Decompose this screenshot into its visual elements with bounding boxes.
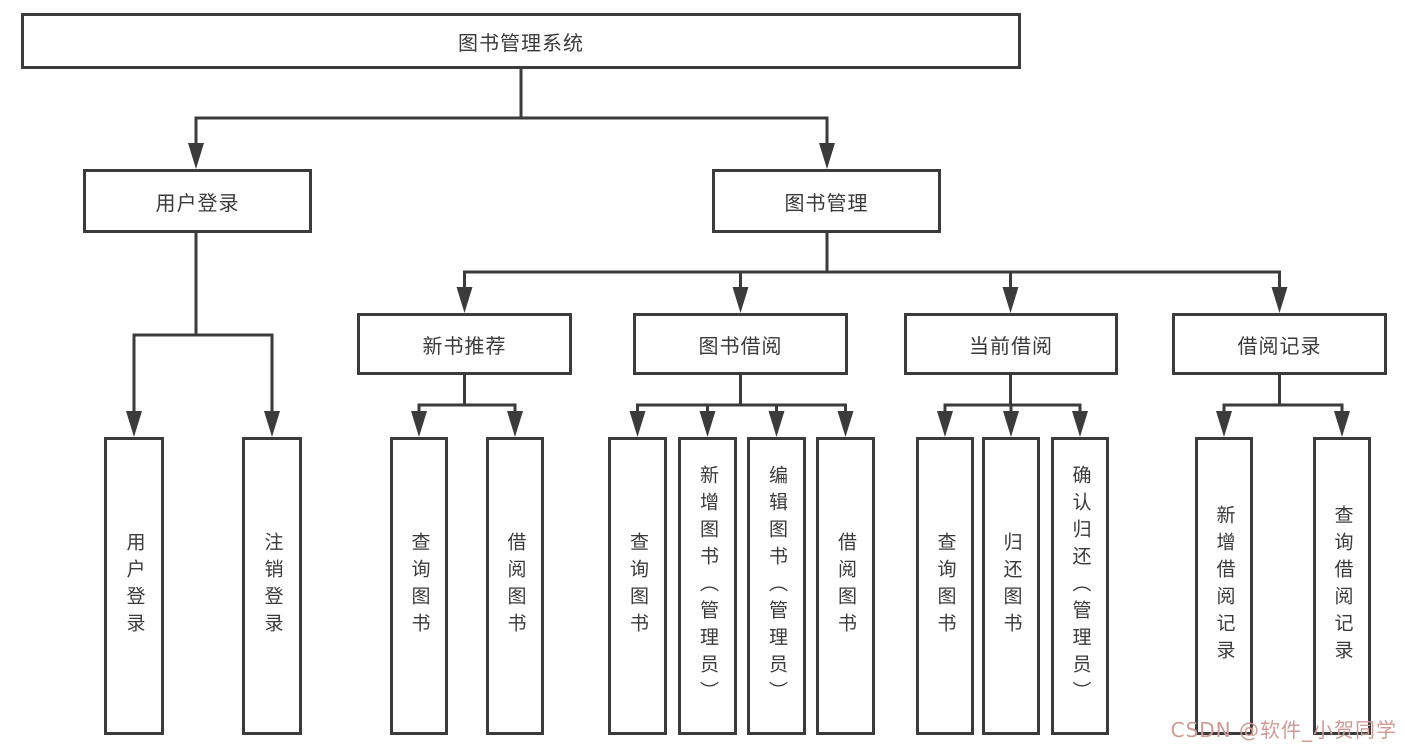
leaf-add-borrow-record: 新增借阅记录 [1195, 437, 1253, 735]
leaf-borrow-books: 借阅图书 [816, 437, 875, 735]
node-library-management-system: 图书管理系统 [21, 13, 1021, 69]
leaf-confirm-return-admin: 确认归还（管理员） [1051, 437, 1109, 735]
node-borrowing-records: 借阅记录 [1172, 313, 1387, 375]
node-new-book-recommendation: 新书推荐 [357, 313, 572, 375]
node-book-borrowing: 图书借阅 [633, 313, 848, 375]
node-current-borrowing: 当前借阅 [904, 313, 1118, 375]
leaf-query-books-recommend: 查询图书 [390, 437, 448, 735]
leaf-borrow-books-recommend: 借阅图书 [486, 437, 544, 735]
leaf-query-borrow-record: 查询借阅记录 [1313, 437, 1371, 735]
node-user-login: 用户登录 [83, 169, 312, 233]
leaf-return-book: 归还图书 [982, 437, 1040, 735]
node-book-management: 图书管理 [712, 169, 941, 233]
leaf-edit-book-admin: 编辑图书（管理员） [747, 437, 806, 735]
leaf-query-books-current: 查询图书 [916, 437, 974, 735]
leaf-logout: 注销登录 [242, 437, 302, 735]
leaf-add-book-admin: 新增图书（管理员） [678, 437, 737, 735]
leaf-user-login: 用户登录 [104, 437, 164, 735]
leaf-query-books-borrow: 查询图书 [608, 437, 667, 735]
csdn-watermark: CSDN @软件_小贺同学 [1170, 718, 1397, 742]
